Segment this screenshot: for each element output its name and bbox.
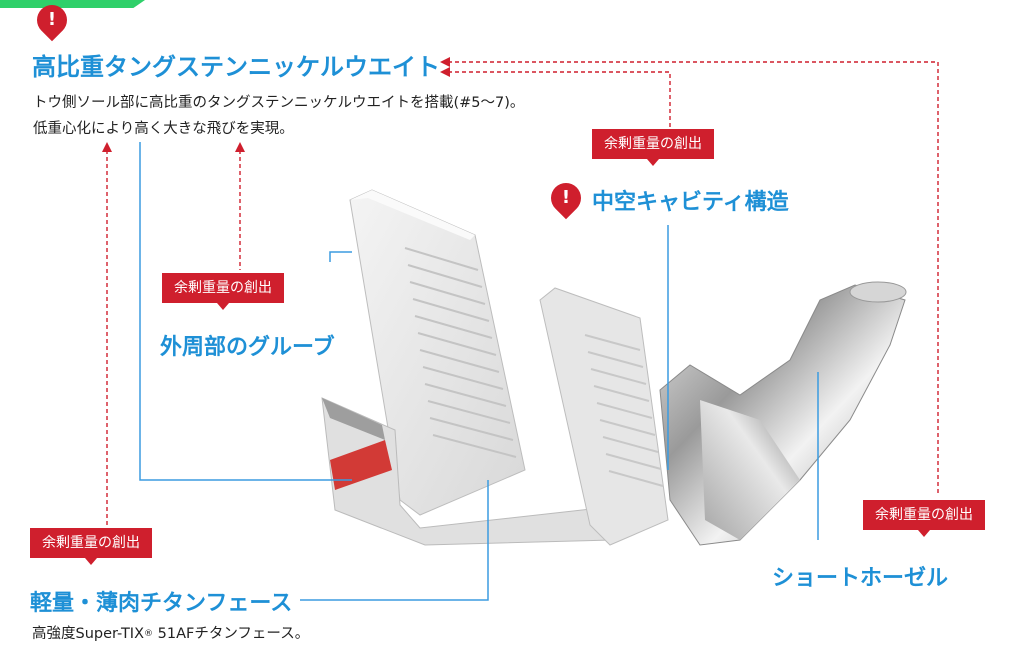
hosel-body [659, 281, 907, 546]
surplus-weight-badge-hosel: 余剰重量の創出 [863, 500, 985, 537]
tungsten-weight [330, 440, 392, 490]
hollow-cavity-title: 中空キャビティ構造 [592, 190, 789, 215]
body-shell [321, 397, 613, 546]
perimeter-groove-title: 外周部のグルーブ [160, 335, 335, 360]
exclamation-pin-icon: ! [544, 176, 588, 220]
tungsten-weight-desc-2: 低重心化により高く大きな飛びを実現。 [33, 121, 294, 137]
tungsten-weight-title: 高比重タングステンニッケルウエイト [32, 53, 440, 81]
red-arrowheads [102, 57, 450, 152]
middle-insert [539, 287, 669, 546]
surplus-weight-badge-cavity: 余剰重量の創出 [592, 129, 714, 166]
red-dashed-leader-lines [106, 61, 939, 525]
titanium-face-desc: 高強度Super-TIX® 51AFチタンフェース。 [32, 626, 310, 642]
corner-accent [0, 0, 145, 8]
surplus-weight-badge-groove: 余剰重量の創出 [162, 273, 284, 310]
short-hosel-title: ショートホーゼル [772, 566, 949, 591]
titanium-face-title: 軽量・薄肉チタンフェース [30, 591, 293, 616]
surplus-weight-badge-face: 余剰重量の創出 [30, 528, 152, 565]
blue-leader-lines [139, 142, 819, 601]
tungsten-weight-desc-1: トウ側ソール部に高比重のタングステンニッケルウエイトを搭載(#5〜7)。 [33, 95, 525, 111]
